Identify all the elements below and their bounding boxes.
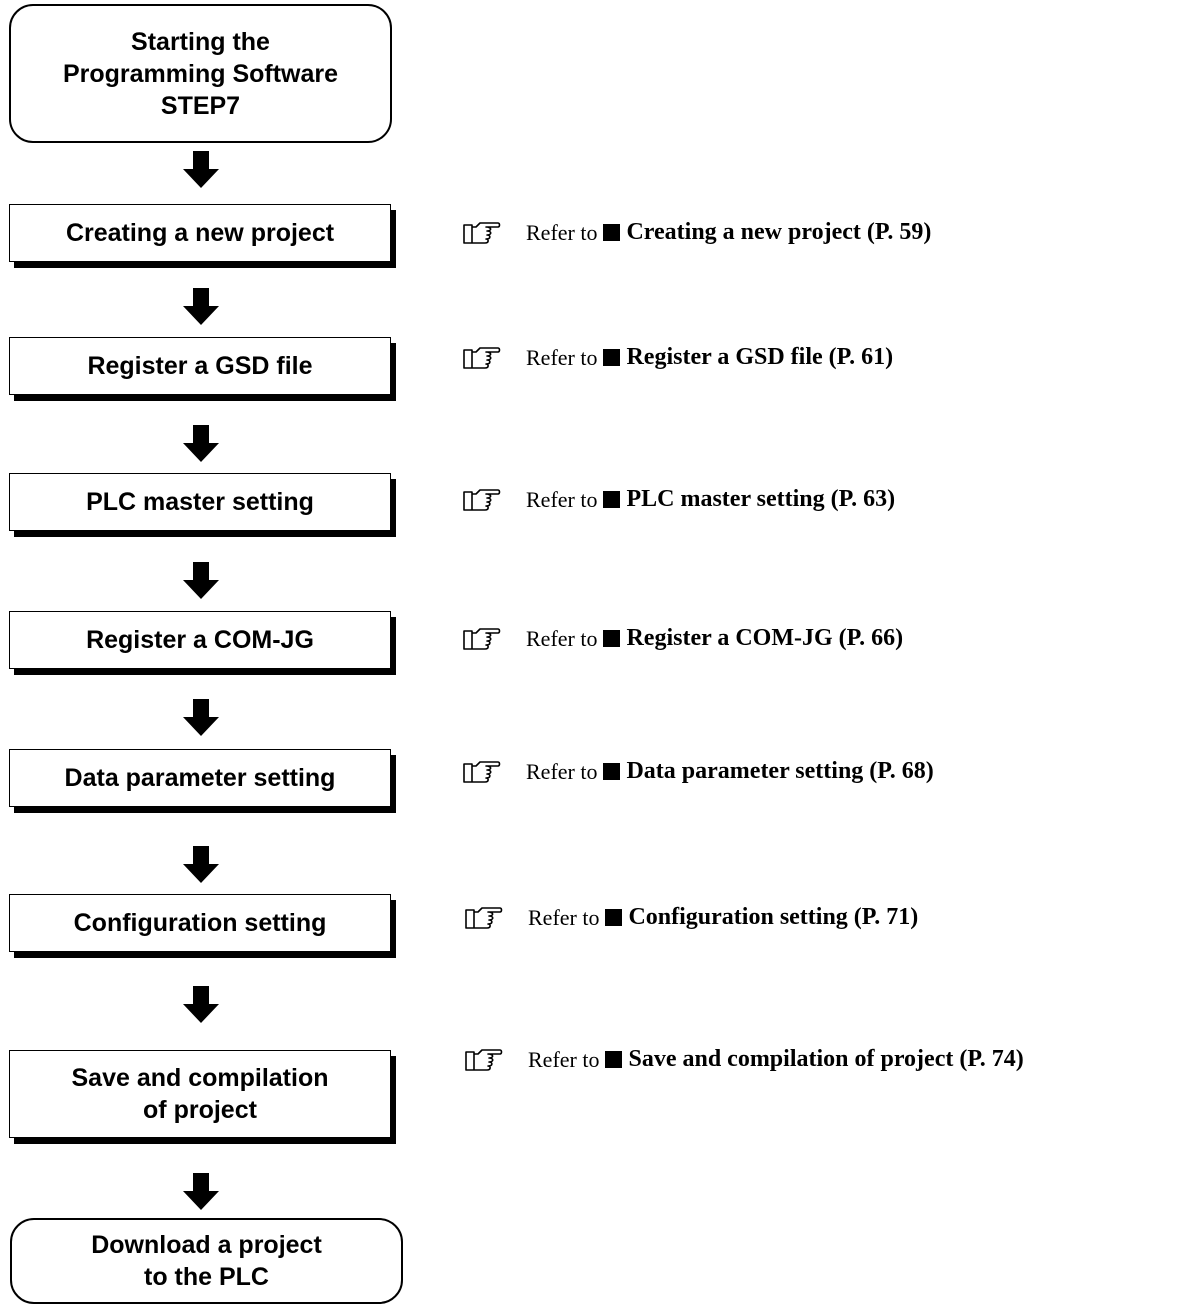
step-save-and-compilation: Save and compilation of project (9, 1050, 391, 1138)
pointing-hand-icon (463, 488, 501, 511)
step-configuration-setting: Configuration setting (9, 894, 391, 952)
reference-prefix: Refer to (526, 486, 598, 512)
reference-title: Data parameter setting (P. 68) (626, 758, 934, 784)
end-terminal: Download a project to the PLC (10, 1218, 403, 1304)
pointing-hand-icon (465, 1048, 503, 1071)
step-label: Register a GSD file (87, 352, 313, 380)
reference-prefix: Refer to (526, 219, 598, 245)
reference-title: Creating a new project (P. 59) (626, 219, 932, 245)
reference-title: PLC master setting (P. 63) (626, 486, 896, 512)
square-bullet-icon (605, 909, 623, 926)
reference-save-and-compilation: Refer to Save and compilation of project… (465, 1046, 1024, 1073)
square-bullet-icon (605, 1051, 623, 1068)
start-line-1: Starting the (131, 27, 270, 56)
reference-data-parameter-setting: Refer to Data parameter setting (P. 68) (463, 758, 934, 785)
reference-prefix: Refer to (528, 1046, 600, 1072)
reference-plc-master-setting: Refer to PLC master setting (P. 63) (463, 486, 895, 513)
pointing-hand-icon (465, 906, 503, 929)
reference-title: Save and compilation of project (P. 74) (628, 1046, 1024, 1072)
down-arrow-icon (183, 986, 219, 1023)
end-line-2: to the PLC (144, 1263, 269, 1291)
pointing-hand-icon (463, 221, 501, 244)
step-label: PLC master setting (86, 488, 314, 516)
step-label-line-2: of project (143, 1096, 257, 1124)
square-bullet-icon (603, 349, 621, 366)
reference-prefix: Refer to (526, 625, 598, 651)
reference-title: Configuration setting (P. 71) (628, 904, 919, 930)
step-creating-new-project: Creating a new project (9, 204, 391, 262)
square-bullet-icon (603, 491, 621, 508)
start-terminal: Starting the Programming Software STEP7 (9, 4, 392, 143)
reference-register-com-jg: Refer to Register a COM-JG (P. 66) (463, 625, 903, 652)
end-line-1: Download a project (91, 1231, 322, 1259)
down-arrow-icon (183, 699, 219, 736)
step-register-gsd-file: Register a GSD file (9, 337, 391, 395)
down-arrow-icon (183, 288, 219, 325)
start-line-3: STEP7 (160, 91, 241, 120)
start-line-2: Programming Software (62, 59, 339, 88)
pointing-hand-icon (463, 760, 501, 783)
step-label: Creating a new project (65, 219, 335, 247)
step-label-line-1: Save and compilation (71, 1064, 329, 1092)
step-label: Data parameter setting (64, 764, 336, 792)
reference-title: Register a GSD file (P. 61) (626, 344, 894, 370)
step-data-parameter-setting: Data parameter setting (9, 749, 391, 807)
step-label: Configuration setting (73, 909, 327, 937)
square-bullet-icon (603, 763, 621, 780)
reference-prefix: Refer to (526, 758, 598, 784)
reference-creating-new-project: Refer to Creating a new project (P. 59) (463, 219, 931, 246)
reference-prefix: Refer to (526, 344, 598, 370)
down-arrow-icon (183, 562, 219, 599)
pointing-hand-icon (463, 627, 501, 650)
down-arrow-icon (183, 151, 219, 188)
step-label: Register a COM-JG (86, 626, 314, 654)
down-arrow-icon (183, 1173, 219, 1210)
down-arrow-icon (183, 425, 219, 462)
square-bullet-icon (603, 224, 621, 241)
step-plc-master-setting: PLC master setting (9, 473, 391, 531)
down-arrow-icon (183, 846, 219, 883)
reference-configuration-setting: Refer to Configuration setting (P. 71) (465, 904, 918, 931)
reference-title: Register a COM-JG (P. 66) (626, 625, 904, 651)
reference-register-gsd-file: Refer to Register a GSD file (P. 61) (463, 344, 893, 371)
reference-prefix: Refer to (528, 904, 600, 930)
square-bullet-icon (603, 630, 621, 647)
pointing-hand-icon (463, 346, 501, 369)
step-register-com-jg: Register a COM-JG (9, 611, 391, 669)
